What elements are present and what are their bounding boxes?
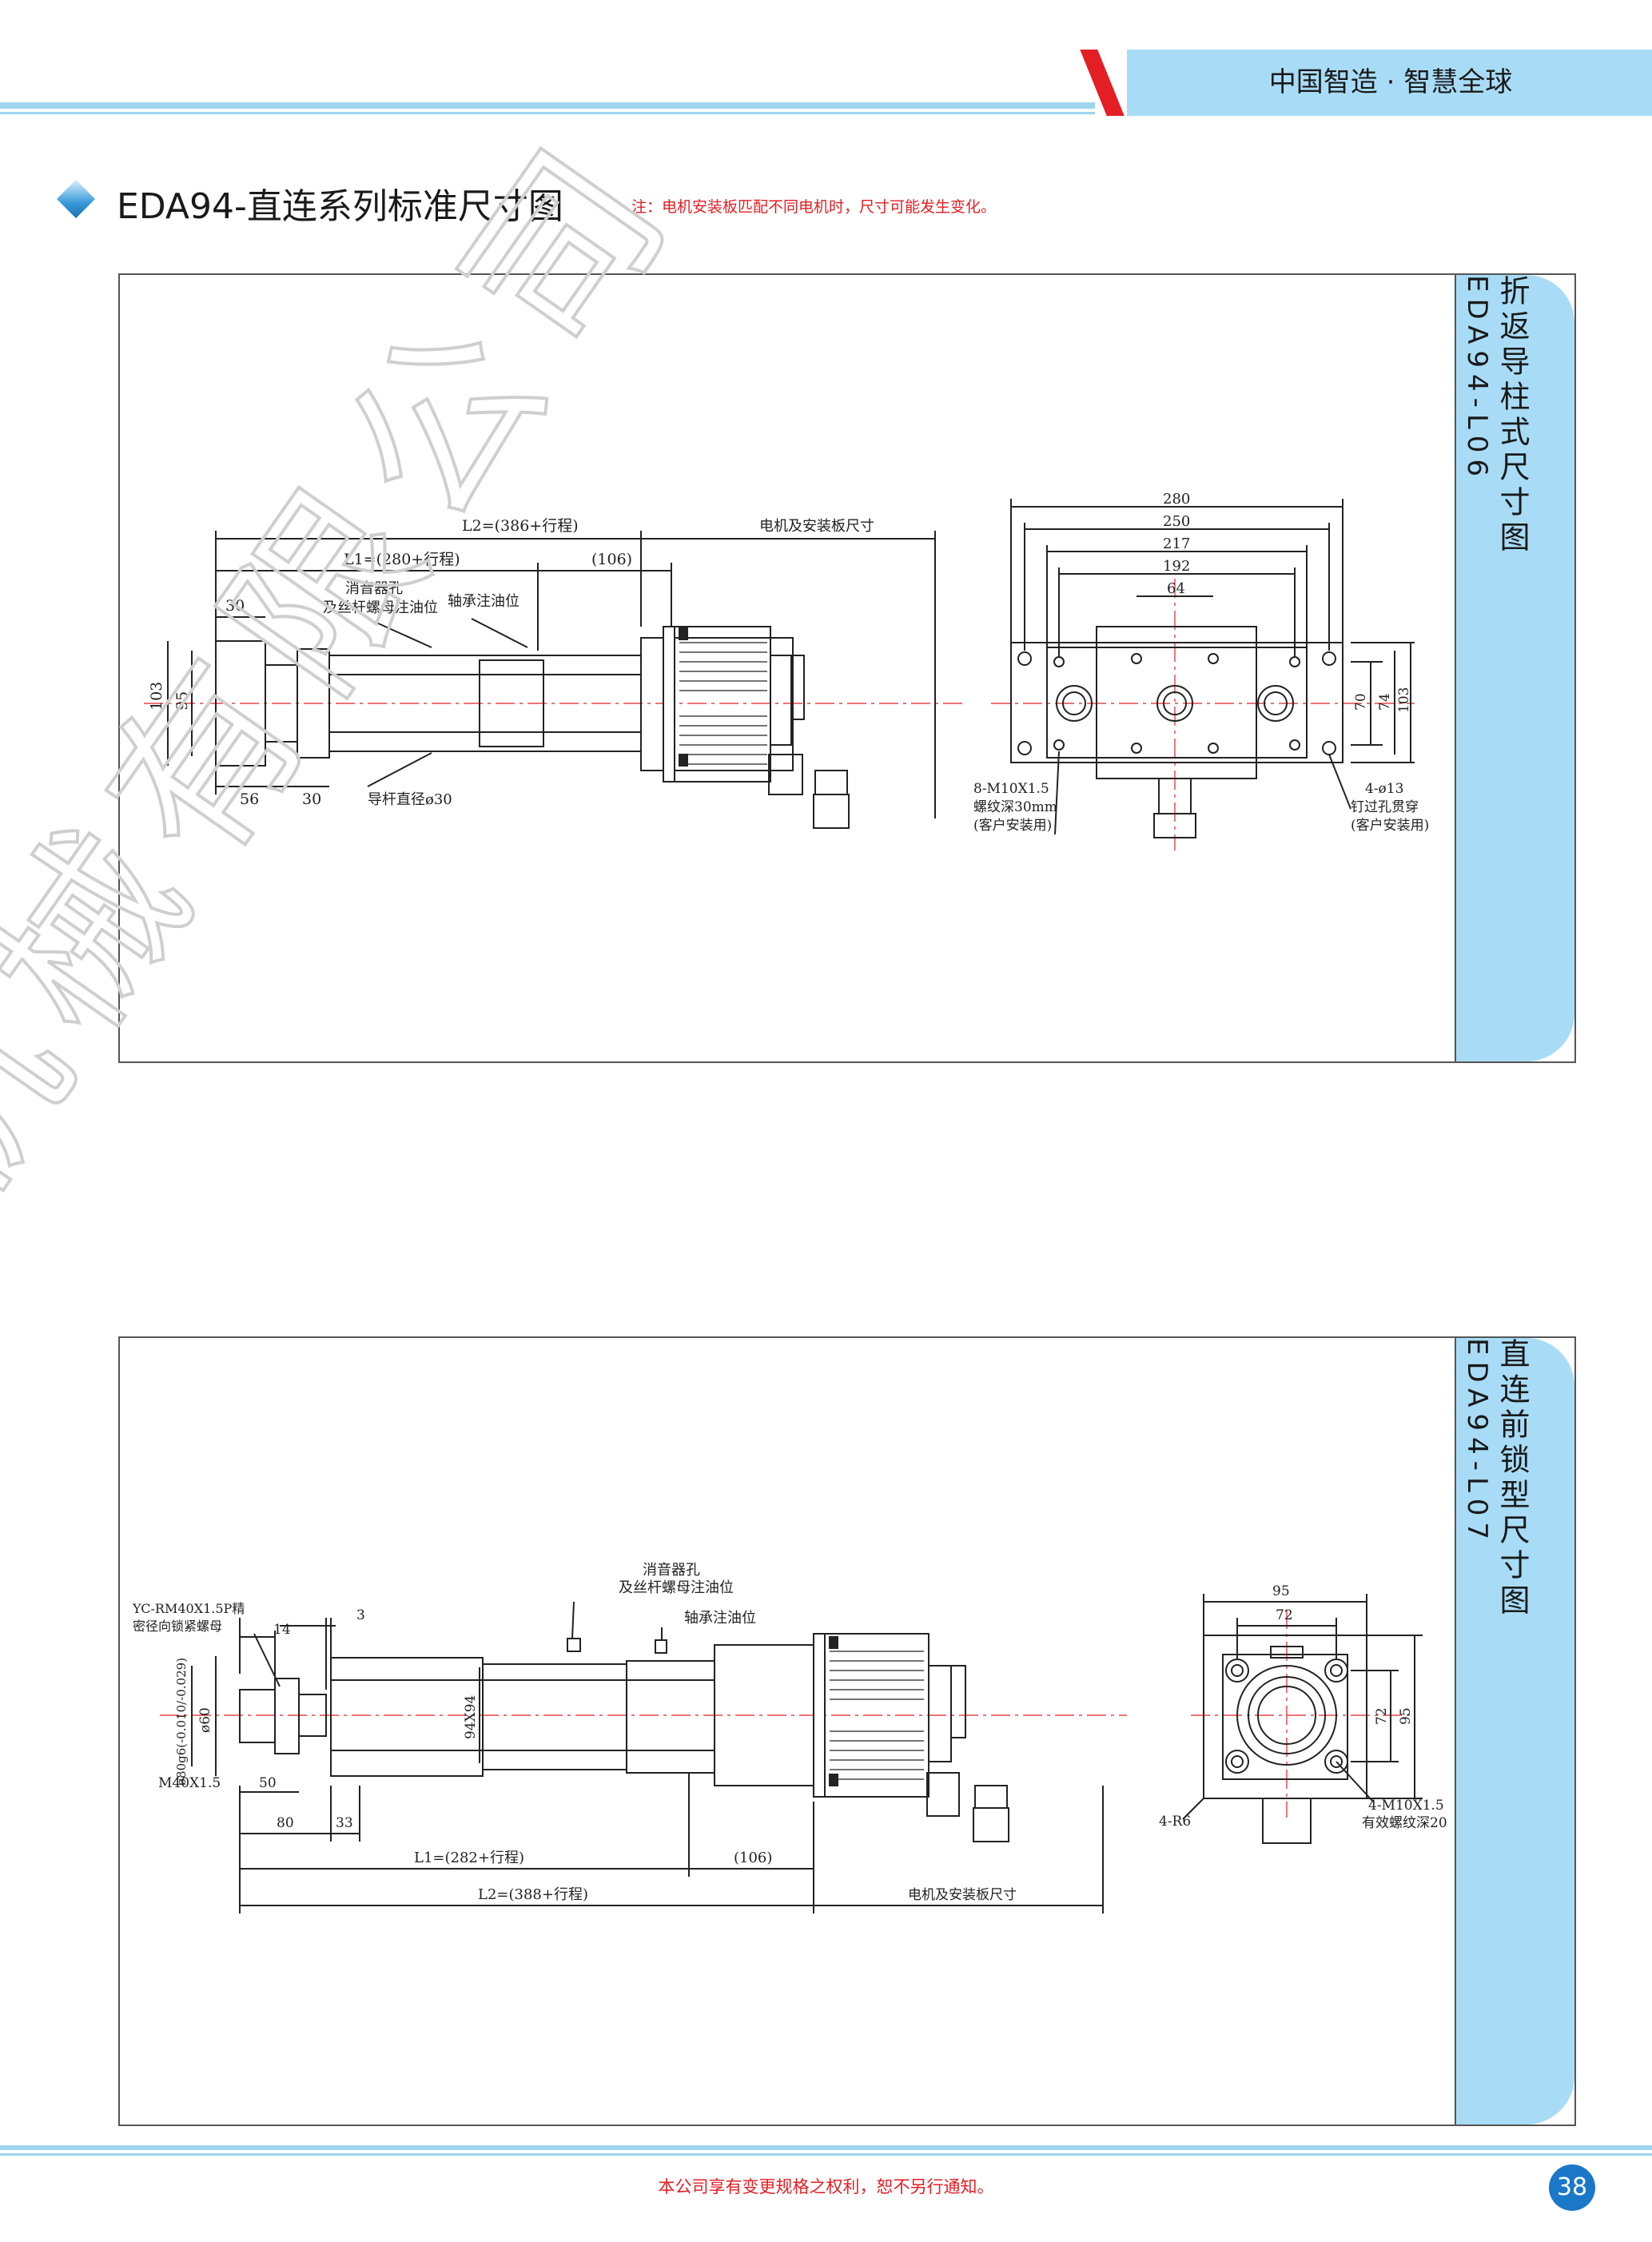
p1-thread1-label: 8-M10X1.5 [973, 781, 1049, 797]
panel-folded-guide: 折返导柱式尺寸图 EDA94-L06 [118, 273, 1576, 1063]
p2-thread1-label: 4-M10X1.5 [1368, 1798, 1444, 1814]
p2-muffler2-label: 及丝杆螺母注油位 [619, 1579, 734, 1596]
p1-muffler-label: 消音器孔 [345, 580, 403, 597]
panel1-tab-code: EDA94-L06 [1461, 275, 1493, 484]
p2-bearing-label: 轴承注油位 [684, 1610, 756, 1627]
top-divider-thin [0, 112, 1095, 114]
panel2-tab-title: 直连前锁型尺寸图 [1495, 1338, 1530, 1619]
diamond-bullet-icon [56, 179, 96, 219]
p1-motor-plate-label: 电机及安装板尺寸 [759, 518, 874, 535]
panel1-tab-title: 折返导柱式尺寸图 [1495, 275, 1530, 556]
p2-m40-label: M40X1.5 [158, 1775, 221, 1791]
p2-95v-label: 95 [1398, 1707, 1414, 1725]
note-text: 注：电机安装板匹配不同电机时，尺寸可能发生变化。 [631, 198, 997, 216]
panel-front-lock: 直连前锁型尺寸图 EDA94-L07 [118, 1336, 1576, 2126]
p1-70-label: 70 [1353, 693, 1369, 711]
p1-thread3-label: (客户安装用) [973, 818, 1052, 834]
p1-95-label: 95 [173, 691, 191, 711]
p1-56-label: 56 [240, 790, 259, 808]
p1-bearing-label: 轴承注油位 [448, 593, 519, 610]
p2-14-label: 14 [273, 1622, 291, 1638]
p1-103-label: 103 [148, 682, 165, 711]
page-title: EDA94-直连系列标准尺寸图 [117, 186, 563, 227]
p1-192-label: 192 [1163, 558, 1190, 575]
p2-muffler-label: 消音器孔 [643, 1562, 700, 1579]
p1-L1-label: L1=(280+行程) [344, 551, 460, 568]
p2-thread2-label: 有效螺纹深20 [1362, 1815, 1447, 1831]
top-divider [0, 102, 1095, 109]
p2-motor-plate-label: 电机及安装板尺寸 [908, 1887, 1017, 1903]
p1-74-label: 74 [1377, 693, 1393, 711]
bottom-divider-thin [0, 2153, 1652, 2156]
p2-L2-label: L2=(388+行程) [478, 1886, 588, 1903]
p2-80-label: 80 [277, 1815, 294, 1831]
p1-106-label: (106) [591, 551, 632, 568]
p2-3-label: 3 [356, 1607, 365, 1623]
p1-hole2-label: 钉过孔贯穿 [1351, 799, 1419, 815]
p1-64-label: 64 [1167, 580, 1185, 597]
p2-r6-label: 4-R6 [1159, 1814, 1191, 1830]
p2-80g6-label: ø80g6(-0.010/-0.029) [174, 1658, 189, 1786]
panel1-drawing: L2=(386+行程) 电机及安装板尺寸 L1=(280+行程) (106) 3… [144, 491, 1429, 850]
slogan-banner [1127, 50, 1652, 116]
p1-hole3-label: (客户安装用) [1351, 818, 1429, 834]
p1-thread2-label: 螺纹深30mm [973, 799, 1057, 815]
p1-hole1-label: 4-ø13 [1365, 781, 1403, 797]
panel2-drawing: YC-RM40X1.5P精 密径向锁紧螺母 14 3 消音器孔 及丝杆螺母注油位… [132, 1562, 1447, 1913]
p2-lock1-label: YC-RM40X1.5P精 [132, 1601, 245, 1616]
p2-72v-label: 72 [1374, 1707, 1390, 1725]
p1-L2-label: L2=(386+行程) [462, 517, 579, 535]
p2-95-label: 95 [1272, 1583, 1290, 1599]
page-number-badge: 38 [1549, 2164, 1595, 2211]
p1-30-top-label: 30 [225, 597, 245, 615]
panel1-tab: 折返导柱式尺寸图 EDA94-L06 [1455, 275, 1574, 1061]
footer-note: 本公司享有变更规格之权利，恕不另行通知。 [658, 2177, 994, 2196]
p1-250-label: 250 [1163, 513, 1190, 530]
p1-muffler2-label: 及丝杆螺母注油位 [323, 599, 438, 616]
p1-217-label: 217 [1163, 536, 1190, 552]
p2-106-label: (106) [734, 1850, 772, 1866]
p2-72-label: 72 [1276, 1607, 1293, 1623]
p2-33-label: 33 [336, 1815, 353, 1831]
p2-lock2-label: 密径向锁紧螺母 [133, 1619, 222, 1634]
p2-50-label: 50 [259, 1775, 277, 1791]
p2-60-label: ø60 [197, 1707, 213, 1733]
p2-L1-label: L1=(282+行程) [414, 1850, 524, 1866]
p1-30-bot-label: 30 [302, 790, 321, 808]
panel2-tab: 直连前锁型尺寸图 EDA94-L07 [1455, 1338, 1574, 2125]
p1-guide-label: 导杆直径ø30 [368, 791, 452, 808]
p1-103-front-label: 103 [1396, 687, 1412, 713]
bottom-divider [0, 2145, 1652, 2150]
p1-280-label: 280 [1163, 491, 1190, 508]
p2-94x94-label: 94X94 [463, 1695, 479, 1739]
slogan-text: 中国智造 · 智慧全球 [1268, 66, 1513, 98]
panel2-tab-code: EDA94-L07 [1461, 1338, 1493, 1547]
